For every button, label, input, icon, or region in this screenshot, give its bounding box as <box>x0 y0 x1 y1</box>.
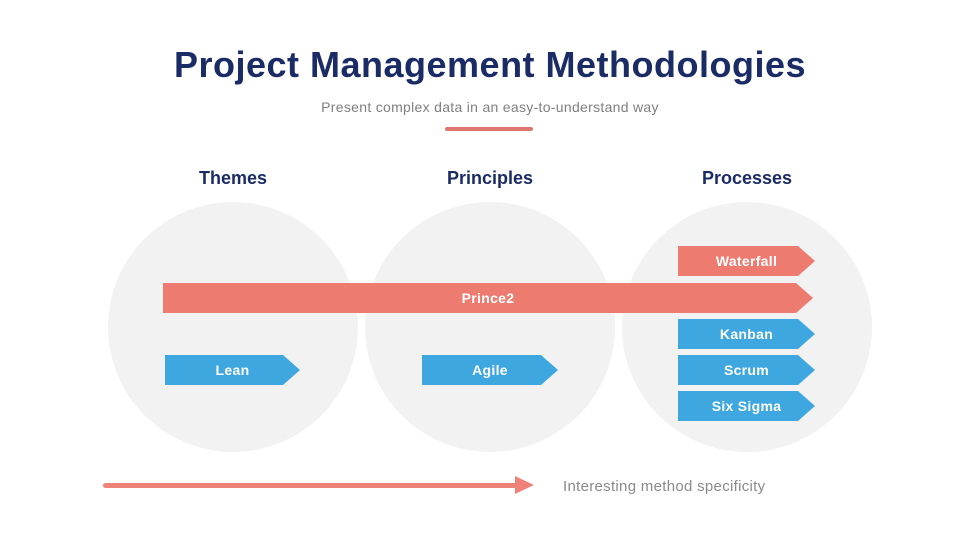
arrow-scrum: Scrum <box>678 355 815 385</box>
page-subtitle: Present complex data in an easy-to-under… <box>321 99 659 115</box>
arrow-six-sigma-label: Six Sigma <box>711 398 782 414</box>
page-title: Project Management Methodologies <box>173 44 807 85</box>
arrow-prince2: Prince2 <box>163 283 813 313</box>
arrow-kanban-label: Kanban <box>719 326 774 342</box>
arrow-waterfall-label: Waterfall <box>715 253 778 269</box>
arrow-kanban: Kanban <box>678 319 815 349</box>
specificity-axis-label: Interesting method specificity <box>563 478 766 495</box>
subtitle-divider <box>445 127 533 131</box>
arrow-six-sigma: Six Sigma <box>678 391 815 421</box>
arrow-lean: Lean <box>165 355 300 385</box>
column-header-processes: Processes <box>701 168 793 188</box>
arrow-agile: Agile <box>422 355 558 385</box>
specificity-axis-arrowhead-icon <box>515 476 534 494</box>
column-header-principles: Principles <box>446 168 534 188</box>
arrow-agile-label: Agile <box>472 362 508 378</box>
arrow-waterfall: Waterfall <box>678 246 815 276</box>
arrow-lean-label: Lean <box>215 362 250 378</box>
specificity-axis-arrow-line <box>103 483 517 488</box>
arrow-scrum-label: Scrum <box>723 362 770 378</box>
circle-themes <box>108 202 358 452</box>
arrow-prince2-label: Prince2 <box>461 290 515 306</box>
circle-principles <box>365 202 615 452</box>
column-header-themes: Themes <box>198 168 268 188</box>
